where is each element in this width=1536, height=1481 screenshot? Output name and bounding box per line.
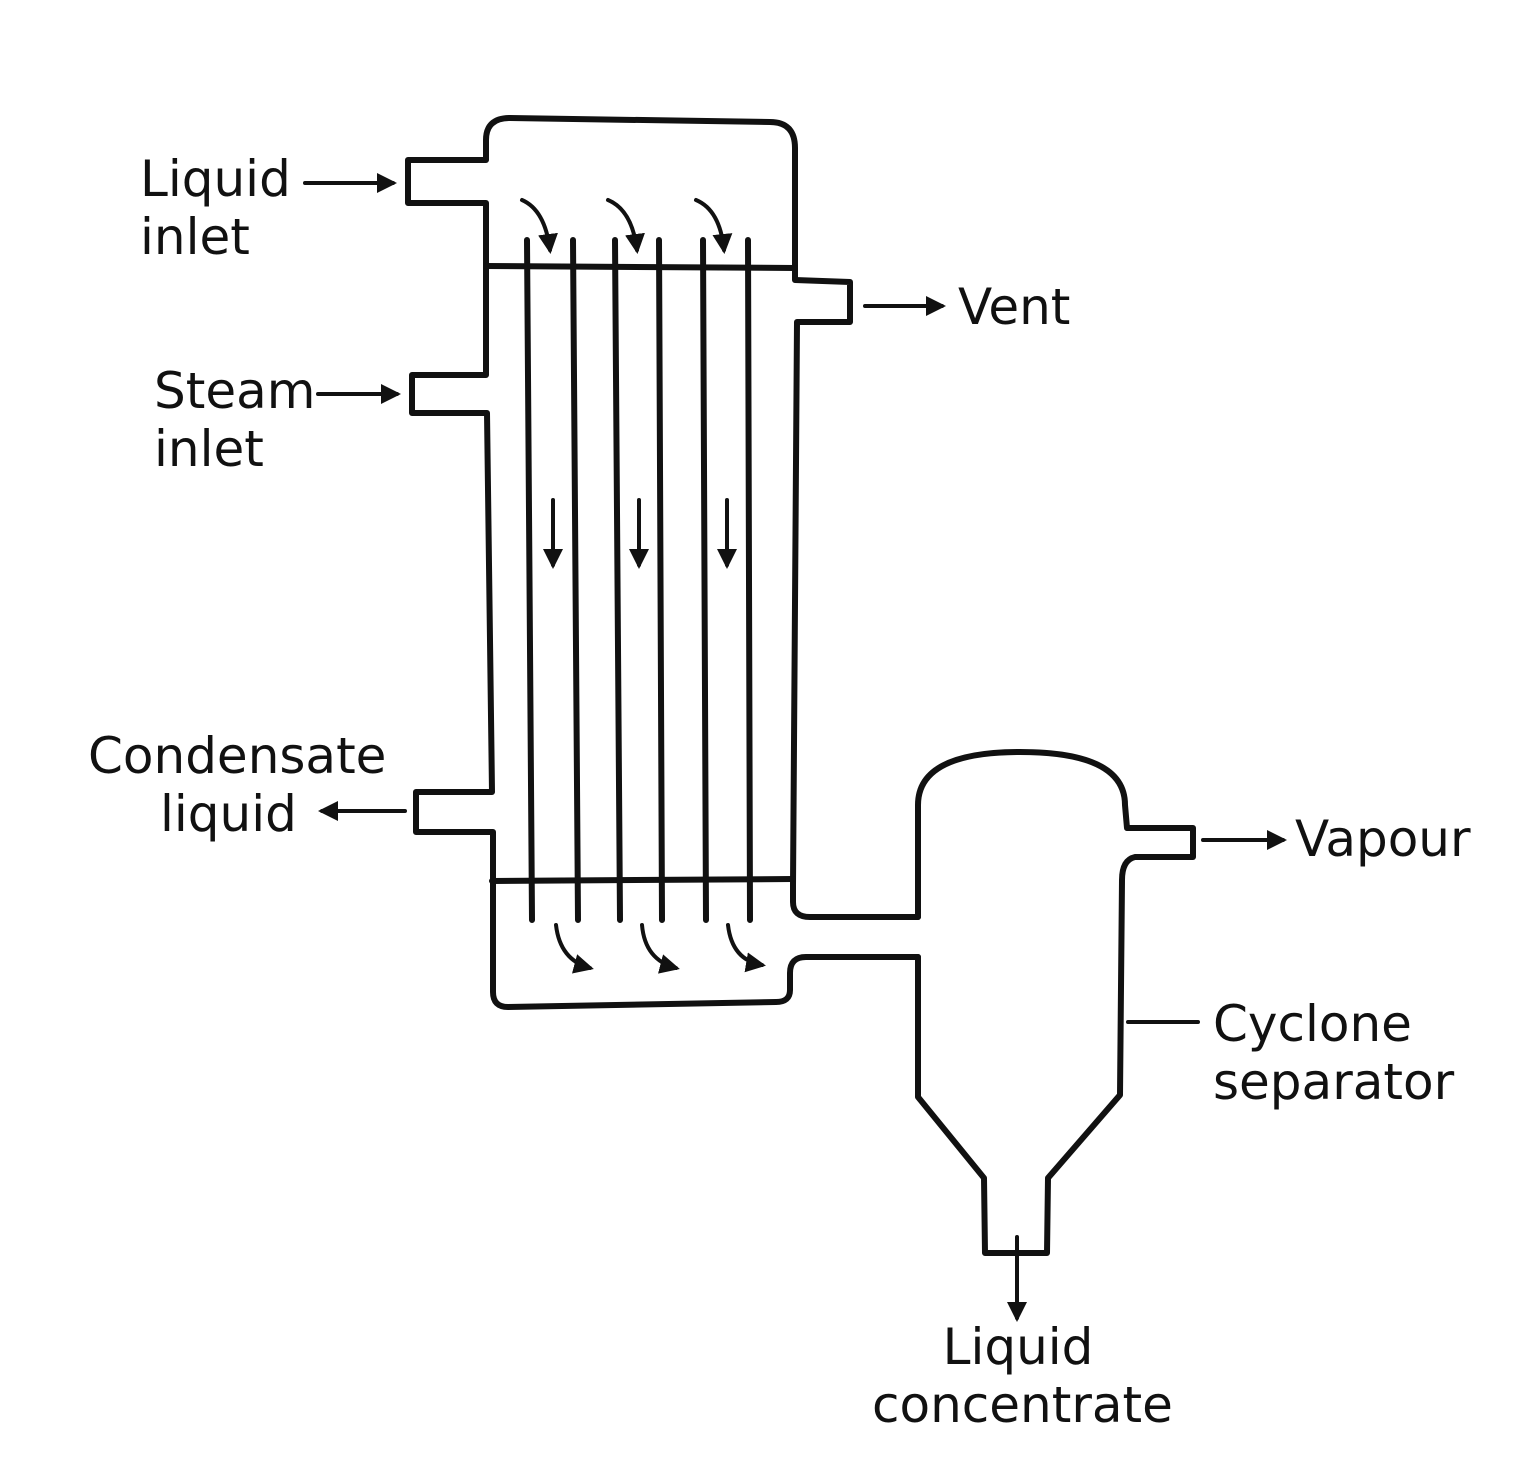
curved-arrow-icon xyxy=(694,198,733,254)
bottom-tube-sheet xyxy=(489,876,796,884)
curved-arrow-icon xyxy=(726,923,766,973)
steam-inlet-label: Steam inlet xyxy=(154,362,316,478)
downflow-arrows xyxy=(543,498,737,569)
tube-1-right xyxy=(570,237,581,923)
tube-3-left xyxy=(700,237,709,923)
tube-1-left xyxy=(524,237,535,923)
vent-label: Vent xyxy=(958,278,1071,336)
tube-2-right xyxy=(656,237,665,923)
liquid-concentrate-label: Liquid concentrate xyxy=(872,1318,1173,1434)
tube-2-left xyxy=(612,237,623,923)
entry-flow-arrows xyxy=(520,198,733,254)
curved-arrow-icon xyxy=(640,923,680,974)
liquid-inlet-label: Liquid inlet xyxy=(140,150,291,266)
curved-arrow-icon xyxy=(554,923,594,974)
cyclone-separator-label: Cyclone separator xyxy=(1213,995,1455,1111)
curved-arrow-icon xyxy=(606,198,645,254)
evaporator-shell xyxy=(405,115,921,1010)
exit-flow-arrows xyxy=(554,923,766,974)
tube-3-right xyxy=(745,237,753,923)
vapour-label: Vapour xyxy=(1295,810,1471,868)
cyclone-separator-vessel xyxy=(915,749,1196,1256)
curved-arrow-icon xyxy=(520,198,558,254)
external-arrows xyxy=(303,173,1287,1322)
tubes xyxy=(524,237,753,923)
condensate-liquid-label: Condensate liquid xyxy=(88,727,387,843)
top-tube-sheet xyxy=(483,263,798,271)
